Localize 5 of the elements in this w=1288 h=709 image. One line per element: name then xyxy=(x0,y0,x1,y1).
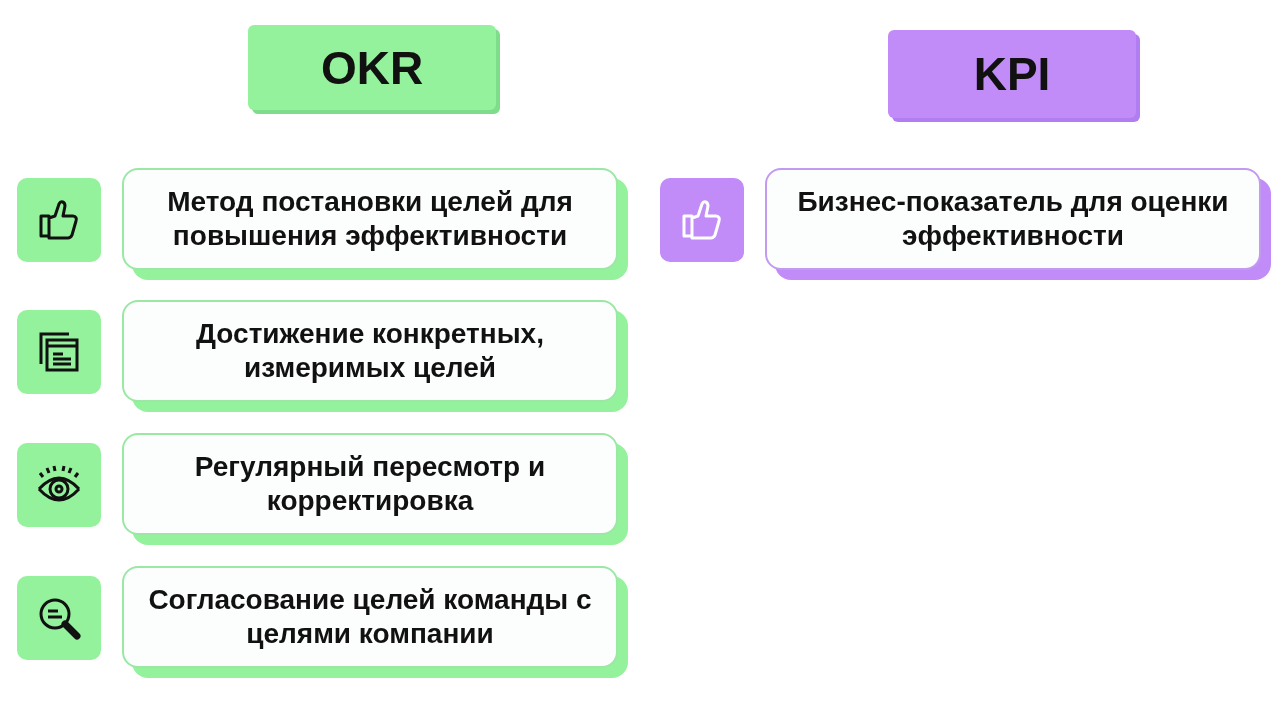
card-text: Регулярный пересмотр и корректировка xyxy=(193,450,547,518)
card-text: Согласование целей команды с целями компании xyxy=(147,583,593,651)
card-text: Метод постановки целей для повышения эффективности xyxy=(166,185,574,253)
card-text: Бизнес-показатель для оценки эффективности xyxy=(796,185,1230,253)
card-text: Достижение конкретных, измеримых целей xyxy=(195,317,545,385)
